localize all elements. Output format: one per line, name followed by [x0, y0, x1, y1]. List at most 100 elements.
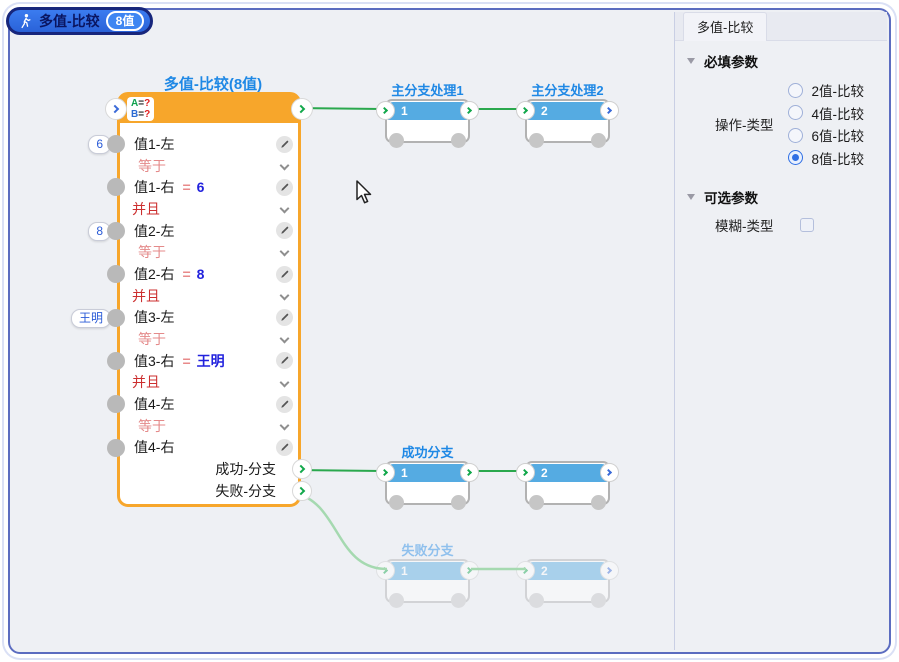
value-input-port[interactable] — [107, 395, 125, 414]
bottom-port[interactable] — [451, 593, 466, 608]
value-input-port[interactable] — [107, 265, 125, 284]
bottom-port[interactable] — [451, 495, 466, 510]
node-output-port[interactable] — [291, 98, 313, 120]
radio-option-2值-比较[interactable]: 2值-比较 — [787, 79, 864, 102]
value-count-badge: 8值 — [105, 11, 145, 31]
bottom-port[interactable] — [451, 133, 466, 148]
bottom-port[interactable] — [529, 495, 544, 510]
output-port[interactable] — [600, 463, 619, 482]
chevron-down-icon[interactable] — [279, 246, 290, 257]
node-input-port[interactable] — [105, 98, 127, 120]
radio-dot — [791, 154, 799, 162]
pencil-icon — [281, 140, 289, 148]
pencil-icon — [281, 226, 289, 235]
output-port[interactable] — [460, 101, 479, 120]
bound-value-badge[interactable]: 6 — [88, 135, 111, 154]
value-label: 值2-左 — [134, 222, 175, 239]
bottom-port[interactable] — [389, 133, 404, 148]
chevron-down-icon[interactable] — [279, 420, 290, 431]
radio-icon[interactable] — [787, 150, 803, 166]
value-label: 值3-左 — [134, 309, 175, 326]
value-input-port[interactable] — [107, 351, 125, 370]
compare-value: 6 — [196, 179, 205, 196]
bottom-port[interactable] — [591, 133, 606, 148]
bottom-port[interactable] — [529, 133, 544, 148]
edit-icon[interactable] — [276, 178, 293, 196]
bottom-port[interactable] — [389, 495, 404, 510]
branch-label: 成功-分支 — [215, 461, 276, 478]
output-port[interactable] — [600, 561, 619, 580]
compare-value: 王明 — [196, 352, 225, 369]
branch-node-main-2[interactable]: 2 — [516, 99, 619, 148]
input-port[interactable] — [376, 561, 395, 580]
chevron-down-icon[interactable] — [279, 203, 290, 214]
radio-icon[interactable] — [787, 127, 803, 143]
input-port[interactable] — [376, 101, 395, 120]
input-port[interactable] — [516, 463, 535, 482]
input-port[interactable] — [516, 101, 535, 120]
workflow-header-pill[interactable]: 多值-比较 8值 — [6, 7, 154, 35]
branch-output-port[interactable] — [292, 459, 312, 480]
branch-node-main-1[interactable]: 1 — [376, 99, 479, 148]
value-input-port[interactable] — [107, 438, 125, 457]
branch-node-success-1[interactable]: 1 — [376, 461, 479, 510]
main-node-header[interactable]: A=? B=? — [105, 95, 313, 123]
edit-icon[interactable] — [276, 309, 293, 326]
value-input-port[interactable] — [107, 178, 125, 197]
radio-icon[interactable] — [787, 82, 803, 98]
value-input-port[interactable] — [107, 308, 125, 327]
branch-node-failure-2[interactable]: 2 — [516, 559, 619, 608]
branch-output-port[interactable] — [292, 481, 312, 501]
output-port[interactable] — [460, 561, 479, 580]
bound-value-badge[interactable]: 8 — [88, 221, 111, 241]
bound-value-badge[interactable]: 王明 — [70, 308, 111, 328]
edit-icon[interactable] — [276, 352, 293, 370]
op-row: 并且 — [120, 285, 298, 307]
branch-title-main-1: 主分支处理1 — [391, 83, 464, 98]
tab-multi-compare[interactable]: 多值-比较 — [683, 12, 768, 41]
collapse-triangle-icon — [687, 58, 695, 64]
value-input-port[interactable] — [107, 135, 125, 153]
edit-icon[interactable] — [276, 222, 293, 240]
required-params-section-header[interactable]: 必填参数 — [687, 51, 887, 71]
radio-option-4值-比较[interactable]: 4值-比较 — [787, 102, 864, 125]
value-row: 值1-右=6 — [107, 176, 298, 198]
operator-label: 等于 — [138, 331, 166, 348]
operator-label: 并且 — [132, 200, 160, 217]
edit-icon[interactable] — [276, 135, 293, 153]
edit-icon[interactable] — [276, 265, 293, 283]
equals-sign: = — [182, 265, 191, 282]
fuzzy-type-row: 模糊-类型 — [715, 215, 887, 235]
branch-node-success-2[interactable]: 2 — [516, 461, 619, 510]
bottom-port[interactable] — [591, 495, 606, 510]
input-port[interactable] — [376, 463, 395, 482]
optional-params-section-header[interactable]: 可选参数 — [687, 187, 887, 207]
branch-node-header: 2 — [528, 102, 607, 120]
radio-icon[interactable] — [787, 105, 803, 121]
branch-node-failure-1[interactable]: 1 — [376, 559, 479, 608]
chevron-down-icon[interactable] — [279, 160, 290, 171]
value-label: 值2-右 — [134, 265, 175, 282]
input-port[interactable] — [516, 561, 535, 580]
chevron-down-icon[interactable] — [279, 377, 290, 388]
chevron-down-icon[interactable] — [279, 333, 290, 344]
bottom-port[interactable] — [591, 593, 606, 608]
edit-icon[interactable] — [276, 395, 293, 413]
branch-node-header: 1 — [388, 102, 467, 120]
fuzzy-type-checkbox[interactable] — [799, 218, 814, 232]
radio-option-6值-比较[interactable]: 6值-比较 — [787, 124, 864, 147]
edit-icon[interactable] — [276, 439, 293, 457]
output-port[interactable] — [600, 101, 619, 120]
value-row: 值3-右=王明 — [107, 350, 298, 372]
value-label: 值4-左 — [134, 396, 175, 413]
radio-option-8值-比较[interactable]: 8值-比较 — [787, 147, 864, 170]
op-row: 并且 — [120, 198, 298, 220]
bottom-port[interactable] — [529, 593, 544, 608]
bottom-port[interactable] — [389, 593, 404, 608]
chevron-down-icon[interactable] — [279, 290, 290, 301]
output-port[interactable] — [460, 463, 479, 482]
value-input-port[interactable] — [107, 221, 125, 240]
